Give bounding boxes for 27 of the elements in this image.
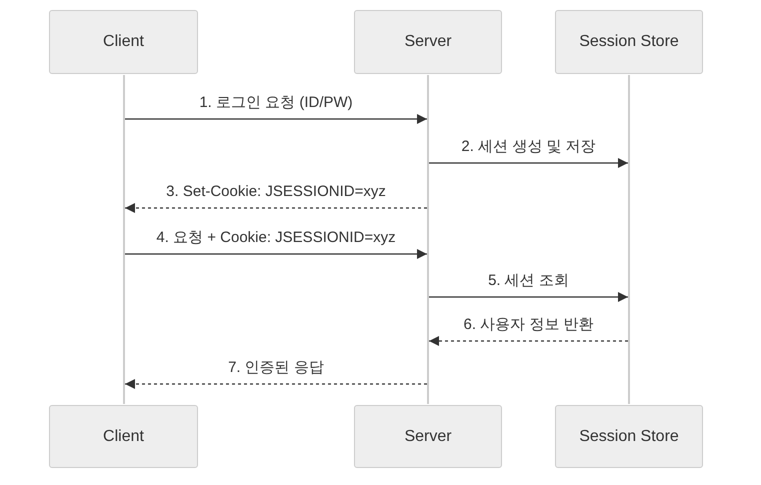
- participant-name: Session Store: [579, 426, 679, 446]
- participant-box: [555, 10, 703, 74]
- participant-box: [555, 405, 703, 468]
- message-arrow: [125, 114, 427, 124]
- participant-box: [49, 405, 198, 468]
- message-arrow: [125, 203, 427, 213]
- message-arrow: [125, 379, 427, 389]
- participant-name: Server: [404, 32, 452, 52]
- edge-label: 4. 요청 + Cookie: JSESSIONID=xyz: [154, 229, 398, 247]
- participant-box: [354, 10, 502, 74]
- message-arrow: [429, 158, 628, 168]
- participant-name: Client: [103, 32, 144, 52]
- participant-name: Client: [103, 426, 144, 446]
- participant-box: [354, 405, 502, 468]
- participant-box: [49, 10, 198, 74]
- lifeline: [628, 75, 630, 404]
- lifeline: [123, 75, 125, 404]
- participant-name: Server: [404, 426, 452, 446]
- message-arrow: [125, 249, 427, 259]
- edge-label: 7. 인증된 응답: [226, 359, 326, 377]
- participant-name: Session Store: [579, 32, 679, 52]
- message-arrow: [429, 336, 628, 346]
- message-arrow: [429, 292, 628, 302]
- edge-label: 2. 세션 생성 및 저장: [459, 138, 598, 156]
- edge-label: 6. 사용자 정보 반환: [462, 316, 596, 334]
- edge-label: 3. Set-Cookie: JSESSIONID=xyz: [164, 183, 388, 201]
- lifeline: [427, 75, 429, 404]
